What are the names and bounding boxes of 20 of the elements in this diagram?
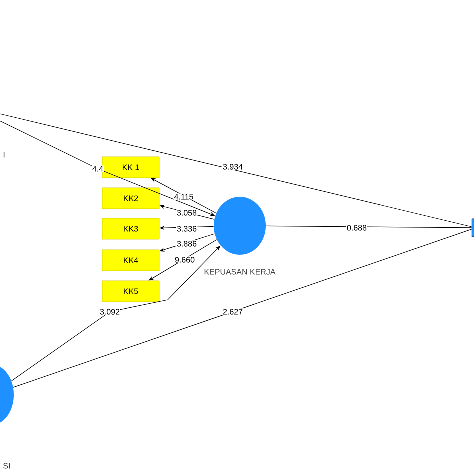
indicator-box: KK 1 [102,156,160,178]
edge-label: 3.934 [222,164,244,170]
construct-label: I [4,152,5,158]
indicator-box: KK2 [102,188,160,210]
edge-label: 2.627 [222,308,244,316]
edge-label: 3.092 [100,308,121,316]
edge-label: 4.115 [174,194,194,200]
edge-label: 3.886 [176,240,198,248]
construct-label: SI [4,463,10,469]
edge-label: 3.336 [176,226,198,232]
indicator-box: KK3 [102,218,160,240]
edge-label: 0.688 [346,224,368,232]
edge-label: 3.058 [176,210,198,216]
construct-circle [214,197,266,255]
construct-label: KEPUASAN KERJA [204,269,276,275]
edge-label: 9.660 [174,256,196,264]
construct-box [472,218,474,238]
indicator-box: KK5 [102,280,160,302]
edge-label: 4.4 [92,166,104,172]
indicator-box: KK4 [102,250,160,272]
